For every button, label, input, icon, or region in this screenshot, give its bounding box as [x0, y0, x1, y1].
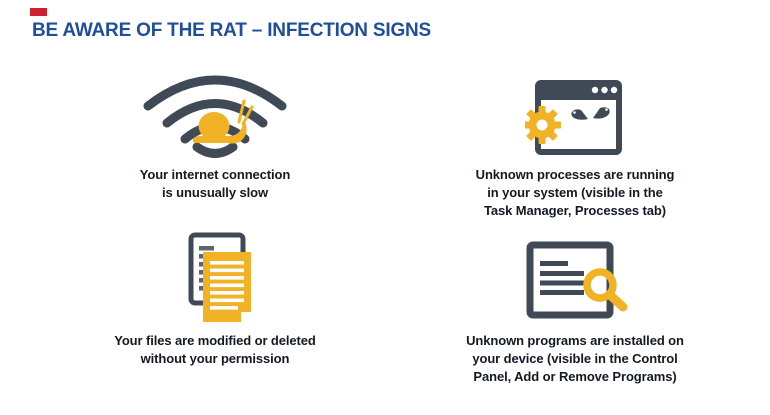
caption-unknown-programs: Unknown programs are installed on your d… [466, 333, 684, 384]
signs-grid: Your internet connection is unusually sl… [0, 62, 720, 386]
caption-modified-files: Your files are modified or deleted witho… [114, 333, 316, 366]
window-magnifier-icon [520, 232, 630, 324]
sign-unknown-programs: Unknown programs are installed on your d… [430, 232, 720, 386]
documents-icon [173, 232, 257, 324]
red-accent-dash [30, 8, 47, 16]
caption-unknown-processes: Unknown processes are running in your sy… [475, 167, 675, 218]
sign-slow-connection: Your internet connection is unusually sl… [0, 62, 430, 232]
browser-gear-evil-eyes-icon [525, 62, 625, 158]
sign-unknown-processes: Unknown processes are running in your sy… [430, 62, 720, 232]
page-title: BE AWARE OF THE RAT – INFECTION SIGNS [32, 20, 432, 41]
sign-modified-files: Your files are modified or deleted witho… [0, 232, 430, 386]
gear-shape [525, 106, 561, 144]
magnifier-shape [583, 268, 628, 312]
wifi-snail-icon [140, 62, 290, 158]
caption-slow-connection: Your internet connection is unusually sl… [139, 167, 291, 200]
